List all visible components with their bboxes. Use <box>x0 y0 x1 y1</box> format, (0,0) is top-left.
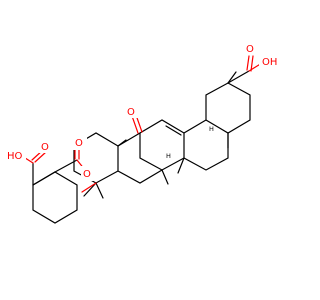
h-stereo-right-label: H <box>209 125 214 133</box>
molecule-diagram: OH O O O O O HO H H <box>6 40 287 224</box>
cooh-top-c-o-double-b <box>250 55 254 72</box>
c10-methyl <box>117 139 127 147</box>
structure-svg: OH O O O O O HO H H <box>6 40 287 224</box>
ester-carbonyl-o-label: O <box>75 138 83 149</box>
cooh-left-c-o-double-a <box>34 151 47 163</box>
atom-labels: OH O O O O O HO H H <box>6 40 287 181</box>
h-stereo-center-label: H <box>166 152 171 160</box>
cyclohexane-carboxyl-bond <box>32 171 56 186</box>
cooh-top-c-o-double-a <box>246 55 250 71</box>
ketone-double-a <box>131 115 139 134</box>
c14-methyl <box>177 157 185 174</box>
cooh-top-o-label: O <box>246 44 254 55</box>
c4-methyl-2 <box>95 182 104 199</box>
c20-methyl <box>227 71 237 84</box>
cyclohexane-ester-bond <box>54 159 78 173</box>
carbon-skeleton <box>32 70 251 224</box>
c4-methyl-1 <box>83 182 97 197</box>
ester-link-o-label: O <box>83 169 91 180</box>
c20-carboxyl-bond <box>227 70 250 84</box>
ring-d <box>183 119 229 171</box>
ring-c <box>139 119 185 171</box>
ketone-o-label: O <box>127 107 135 118</box>
cooh-left-o-label: O <box>41 142 49 153</box>
ring-a <box>73 132 119 184</box>
cooh-left-ho-label: HO <box>7 151 23 162</box>
ring-c-double-bond <box>165 125 182 136</box>
cooh-top-oh-label: OH <box>262 57 277 68</box>
c8-methyl <box>161 169 169 185</box>
ester-c3-o <box>81 182 97 193</box>
